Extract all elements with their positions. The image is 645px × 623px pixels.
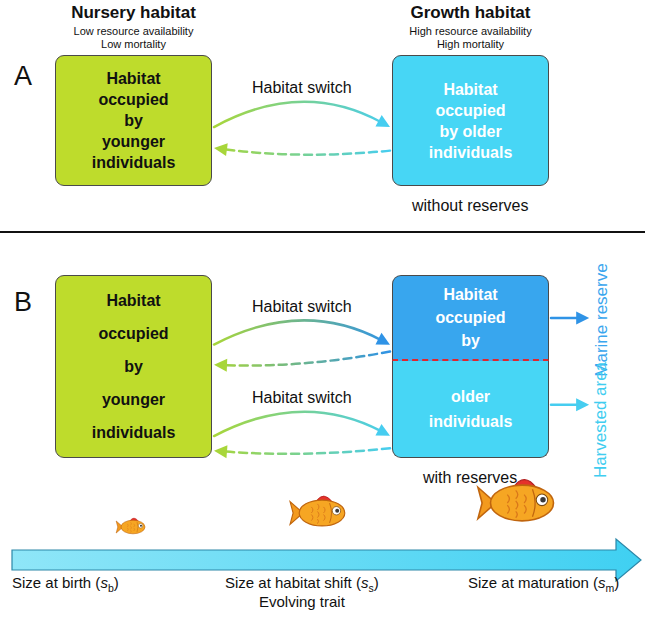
- arrow-head: [375, 424, 390, 436]
- reserve-part-box: Habitat occupied by: [392, 275, 549, 361]
- connector-line: [224, 448, 390, 454]
- arrow-head: [375, 333, 390, 345]
- arrow-head: [214, 359, 227, 372]
- habitat-title: Growth habitat: [353, 3, 588, 23]
- axis-note: Evolving trait: [259, 593, 345, 611]
- habitat-heading: Nursery habitatLow resource availability…: [16, 3, 251, 51]
- axis-label: Size at birth (sb): [12, 574, 119, 597]
- harvested-part-box: older individuals: [392, 361, 549, 458]
- habitat-connector: [551, 312, 589, 325]
- connector-line: [224, 352, 390, 366]
- medium-fish: [290, 496, 345, 526]
- connector-line: [224, 149, 390, 154]
- symbol-subscript: b: [108, 582, 114, 594]
- harvested-label: Harvested area: [591, 362, 611, 478]
- habitat-connector: [214, 352, 390, 372]
- connector-line: [214, 320, 381, 344]
- box-text: Habitat occupied by younger individuals: [92, 68, 176, 173]
- arrow-head: [576, 312, 589, 325]
- arrow-head: [214, 143, 228, 156]
- panel-caption: with reserves: [423, 468, 517, 487]
- habitat-conditions: High resource availability High mortalit…: [404, 25, 537, 51]
- connector-label: Habitat switch: [250, 79, 354, 97]
- panel-letter: B: [14, 286, 32, 318]
- habitat-connector: [214, 320, 390, 344]
- connector-label: Habitat switch: [250, 389, 354, 407]
- arrow-head: [214, 445, 227, 458]
- axis-label: Size at maturation (sm): [468, 574, 619, 597]
- reserve-label: Marine reserve: [591, 263, 611, 376]
- panel-letter: A: [14, 60, 32, 92]
- connector-line: [214, 102, 381, 127]
- symbol-subscript: m: [606, 582, 615, 594]
- connector-label: Habitat switch: [250, 298, 354, 316]
- habitat-connector: [214, 445, 390, 458]
- area-name: Harvested area: [591, 362, 611, 478]
- habitat-title: Nursery habitat: [16, 3, 251, 23]
- box-text: Habitat occupied by older individuals: [429, 79, 513, 163]
- habitat-connector: [214, 102, 390, 127]
- habitat-heading: Growth habitatHigh resource availability…: [353, 3, 588, 51]
- symbol-letter: s: [598, 574, 606, 591]
- habitat-connector: [551, 398, 589, 411]
- area-name: Marine reserve: [591, 263, 611, 376]
- box-text: Habitat occupied by younger individuals: [92, 284, 176, 449]
- panel-divider: [0, 231, 645, 233]
- connector-line: [551, 403, 579, 406]
- panel-caption: without reserves: [412, 196, 529, 215]
- growth-habitat-box: Growth habitatHigh resource availability…: [392, 55, 549, 186]
- habitat-connector: [214, 143, 390, 156]
- symbol-letter: s: [361, 574, 369, 591]
- arrow-head: [576, 398, 589, 411]
- connector-line: [551, 317, 579, 320]
- box-text: Habitat occupied by: [435, 283, 505, 352]
- symbol-letter: s: [100, 574, 108, 591]
- box-text: older individuals: [429, 384, 513, 434]
- habitat-conditions: Low resource availability Low mortality: [69, 25, 199, 51]
- connector-line: [214, 412, 381, 436]
- habitat-connector: [214, 412, 390, 436]
- nursery-habitat-box: Nursery habitatLow resource availability…: [55, 55, 212, 186]
- symbol-subscript: s: [368, 582, 373, 594]
- small-fish: [116, 518, 145, 534]
- nursery-habitat-box: Habitat occupied by younger individuals: [55, 275, 212, 458]
- arrow-head: [375, 115, 390, 127]
